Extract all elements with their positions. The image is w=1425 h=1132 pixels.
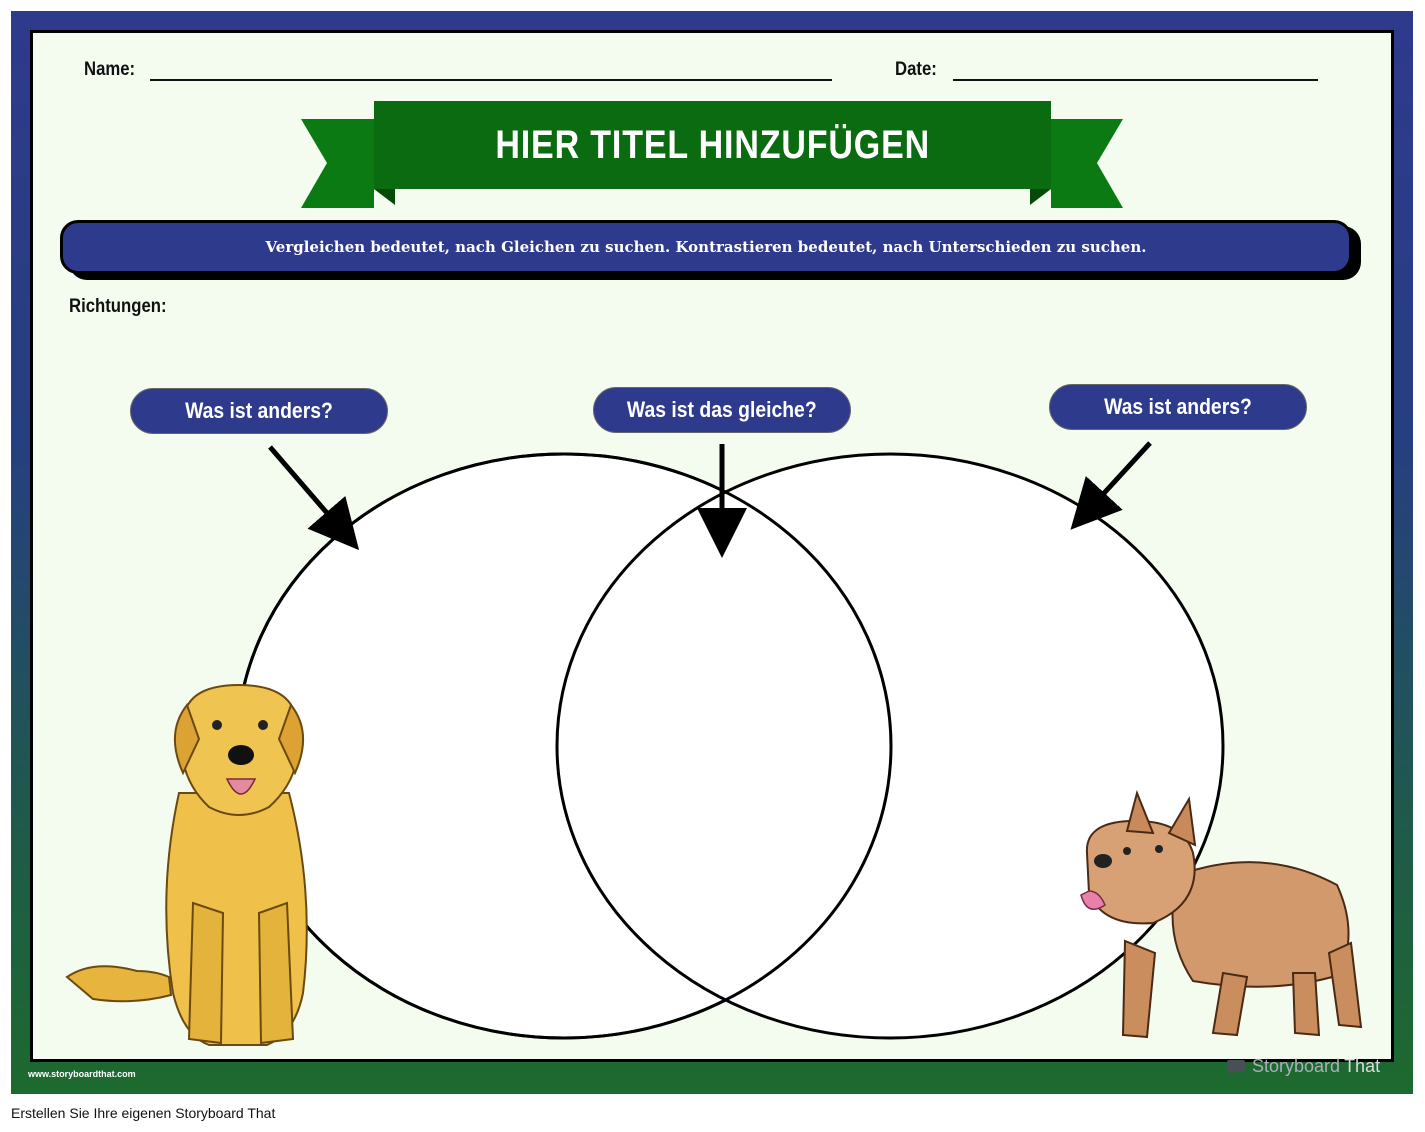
definition-bar: Vergleichen bedeutet, nach Gleichen zu s… <box>60 220 1352 274</box>
prompt-left-text: Was ist anders? <box>185 398 333 423</box>
page-caption[interactable]: Erstellen Sie Ihre eigenen Storyboard Th… <box>11 1105 276 1121</box>
golden-retriever-illustration <box>65 683 308 1046</box>
directions-label: Richtungen: <box>69 296 167 317</box>
worksheet-title[interactable]: HIER TITEL HINZUFÜGEN <box>495 122 930 167</box>
title-ribbon-tails <box>301 119 1123 208</box>
arrow-left <box>268 445 360 551</box>
title-ribbon: HIER TITEL HINZUFÜGEN <box>374 101 1051 189</box>
definition-text: Vergleichen bedeutet, nach Gleichen zu s… <box>265 238 1147 256</box>
prompt-left-pill[interactable]: Was ist anders? <box>130 388 388 434</box>
worksheet-frame: Name: Date: HIER TITEL HINZUFÜGEN Vergle… <box>11 11 1413 1094</box>
name-line[interactable] <box>150 79 832 81</box>
prompt-center-pill[interactable]: Was ist das gleiche? <box>593 387 851 433</box>
venn-diagram <box>65 441 1363 1046</box>
french-bulldog-illustration <box>1080 789 1363 1039</box>
date-label: Date: <box>895 59 937 80</box>
date-line[interactable] <box>953 79 1318 81</box>
brand-storyboard: Storyboard <box>1252 1056 1341 1076</box>
arrow-right <box>1070 441 1152 530</box>
name-label: Name: <box>84 59 136 80</box>
brand-that: That <box>1344 1056 1381 1076</box>
footer-url[interactable]: www.storyboardthat.com <box>28 1069 136 1079</box>
worksheet-sheet: Name: Date: HIER TITEL HINZUFÜGEN Vergle… <box>30 30 1394 1062</box>
prompt-right-text: Was ist anders? <box>1104 394 1252 419</box>
prompt-center-text: Was ist das gleiche? <box>627 397 817 422</box>
prompt-right-pill[interactable]: Was ist anders? <box>1049 384 1307 430</box>
speech-bubble-icon <box>1227 1059 1245 1075</box>
